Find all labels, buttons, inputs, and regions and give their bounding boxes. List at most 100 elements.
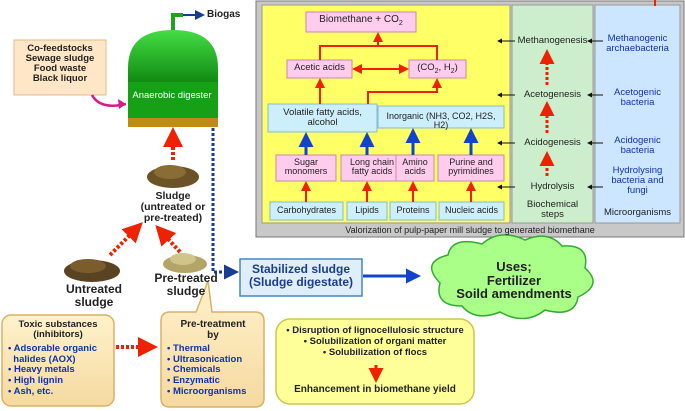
- pretreated-line: Pre-treated: [154, 271, 218, 285]
- vfa-line: alcohol: [307, 116, 338, 128]
- microbe-methanogenic: Methanogenic archaebacteria: [595, 34, 680, 54]
- effects-item: • Solubilization of flocs: [322, 347, 428, 359]
- toxic-item: • Ash, etc.: [8, 385, 54, 397]
- toxic-item-text: Ash, etc.: [13, 385, 54, 397]
- untreated-line: Untreated: [65, 282, 122, 296]
- steps-title-line: steps: [541, 208, 564, 220]
- microbes-title: Microorganisms: [603, 207, 672, 218]
- nucleic-label: Nucleic acids: [444, 205, 499, 215]
- sugar-label: Sugar monomers: [284, 157, 328, 177]
- pretreated-sludge-label: Pre-treated sludge: [140, 272, 232, 297]
- toxic-item: • High lignin: [8, 375, 64, 387]
- pretreatment-item-text: Microorganisms: [172, 385, 247, 397]
- vfa-line: Volatile fatty acids,: [283, 107, 362, 118]
- toxic-box: [1, 314, 115, 407]
- biogas-label: Biogas: [207, 9, 241, 20]
- digester-base: [128, 118, 218, 127]
- microbe-line: bacteria: [620, 144, 655, 156]
- microbes-column: [594, 4, 681, 224]
- cofeed-box: [13, 39, 107, 96]
- stabilized-label: Stabilized sludge (Sludge digestate): [240, 263, 362, 288]
- toxic-title-line: Toxic substances: [18, 319, 98, 330]
- pretreatment-list: • Thermal • Ultrasonication • Chemicals …: [167, 343, 263, 398]
- stabilized-box: [239, 258, 363, 297]
- vfa-label: Volatile fatty acids, alcohol: [268, 108, 377, 128]
- pretreatment-item: • Enzymatic: [167, 375, 220, 387]
- amino-label: Amino acids: [402, 157, 428, 177]
- effects-list: • Disruption of lignocellulosic structur…: [278, 325, 472, 359]
- untreated-line: sludge: [74, 294, 114, 309]
- combined-sludge-line: Sludge: [155, 190, 191, 202]
- arrow-pretreated-sludge: [155, 225, 182, 254]
- effects-item-text: Solubilization of flocs: [328, 347, 428, 359]
- pretreatment-box: [160, 280, 265, 408]
- pretreatment-item-text: Chemicals: [172, 364, 221, 376]
- toxic-item-text: Heavy metals: [13, 364, 75, 376]
- arrow-vfa-co2: [367, 78, 442, 104]
- microbe-line: Acetogenic: [613, 87, 661, 98]
- untreated-sludge-label: Untreated sludge: [56, 283, 132, 308]
- microbe-acidogenic: Acidogenic bacteria: [595, 136, 680, 156]
- vfa-box: [267, 103, 378, 133]
- stabilized-line: Stabilized sludge: [251, 262, 350, 276]
- effects-item: • Solubilization of organi matter: [303, 336, 447, 348]
- digester-dome: [128, 30, 218, 82]
- pretreatment-item: • Ultrasonication: [167, 353, 243, 365]
- effects-box: [275, 318, 475, 405]
- steps-title-line: Biochemical: [526, 199, 579, 210]
- biomethane-text: Biomethane + CO: [319, 14, 399, 25]
- pretreatment-item-text: Ultrasonication: [172, 353, 243, 365]
- microbe-line: fungi: [627, 184, 648, 196]
- uses-line: Soild amendments: [456, 286, 572, 302]
- lcfa-box: [340, 154, 404, 182]
- inorganic-box: [377, 105, 505, 129]
- co2h2-label: (CO2, H2): [409, 63, 466, 75]
- digester-pipe: [171, 13, 183, 32]
- microbe-hydrolysing: Hydrolysing bacteria and fungi: [595, 166, 680, 196]
- pretreatment-item-text: Thermal: [172, 343, 210, 354]
- step-hydrolysis: Hydrolysis: [530, 181, 575, 192]
- pretreatment-title: Pre-treatment by: [163, 319, 263, 341]
- pretreatment-item: • Microorganisms: [167, 385, 247, 397]
- microbe-line: bacteria: [620, 96, 655, 108]
- combined-sludge-label: Sludge (untreated or pre-treated): [122, 190, 224, 225]
- toxic-item: halides (AOX): [8, 353, 114, 366]
- uses-label: Uses; Fertilizer Soild amendments: [448, 260, 580, 301]
- digester-label: Anaerobic digester: [132, 90, 212, 101]
- microbe-line: Methanogenic: [607, 33, 668, 44]
- biomethane-box: [305, 11, 417, 33]
- uses-cloud: [431, 234, 594, 320]
- effects-item-text: Disruption of lignocellulosic structure: [292, 325, 464, 336]
- carb-label: Carbohydrates: [276, 205, 337, 215]
- combined-sludge-line: (untreated or: [140, 201, 206, 214]
- toxic-title-line: (inhibitors): [33, 328, 83, 340]
- biomethane-label: Biomethane + CO2: [306, 14, 416, 27]
- purine-label: Purine and pyrimidines: [448, 157, 494, 177]
- co2h2-end: ): [454, 62, 458, 73]
- step-acetogenesis: Acetogenesis: [523, 89, 582, 100]
- microbe-line: Acidogenic: [614, 135, 661, 146]
- proteins-label: Proteins: [396, 205, 430, 215]
- cofeed-list: Co-feedstocks Sewage sludge Food waste B…: [14, 44, 106, 84]
- acetic-label: Acetic acids: [294, 62, 345, 73]
- co2h2-sub: 2: [434, 67, 439, 75]
- stabilized-line: (Sludge digestate): [248, 274, 353, 289]
- microbe-acetogenic: Acetogenic bacteria: [595, 88, 680, 108]
- lcfa-label: Long chain fatty acids: [349, 157, 395, 177]
- cofeed-item: Food waste: [33, 62, 87, 74]
- step-acidogenesis: Acidogenesis: [524, 137, 581, 148]
- pretreatment-item: • Chemicals: [167, 364, 221, 376]
- steps-title: Biochemical steps: [512, 200, 593, 220]
- toxic-item: • Adsorable organic: [8, 343, 98, 354]
- co2h2-sub2: 2: [450, 67, 455, 75]
- combined-sludge-line: pre-treated): [143, 212, 203, 225]
- pretreatment-item: • Thermal: [167, 343, 210, 354]
- arrow-digester-stabilized: [211, 128, 239, 280]
- toxic-item-text: halides (AOX): [13, 353, 76, 365]
- lipids-label: Lipids: [355, 205, 379, 215]
- co2h2-text: (CO: [417, 62, 435, 73]
- pretreatment-item-text: Enzymatic: [172, 375, 220, 387]
- pretreatment-title-line: by: [207, 329, 219, 341]
- step-methanogenesis: Methanogenesis: [517, 35, 588, 46]
